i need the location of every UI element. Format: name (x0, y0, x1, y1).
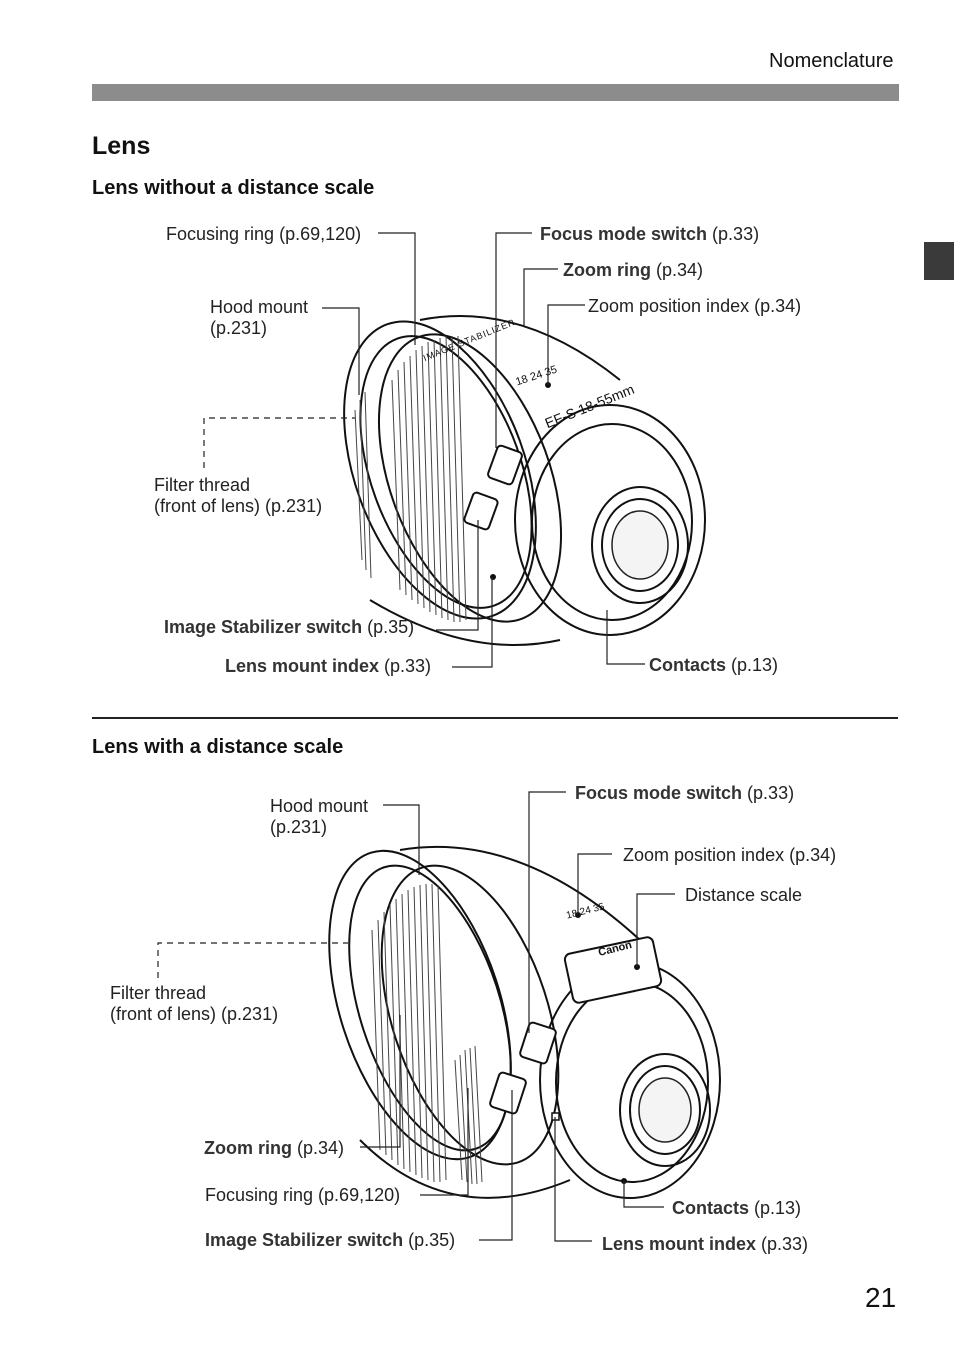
label-filter-thread-1: Filter thread (front of lens) (p.231) (154, 475, 323, 516)
page-number: 21 (865, 1282, 897, 1313)
section-title-without-scale: Lens without a distance scale (92, 177, 375, 199)
label-focus-mode-switch-1: Focus mode switch (p.33) (540, 224, 760, 244)
label-contacts-2: Contacts (p.13) (672, 1198, 802, 1218)
label-contacts-1: Contacts (p.13) (649, 655, 779, 675)
page-title: Lens (92, 132, 151, 160)
header-rule (92, 84, 899, 101)
label-hood-mount-1: Hood mount (p.231) (210, 297, 309, 338)
chapter-tab (924, 242, 954, 280)
label-lens-mount-index-1: Lens mount index (p.33) (225, 656, 432, 676)
label-zoom-position-index-2: Zoom position index (p.34) (623, 845, 837, 865)
label-image-stabilizer-switch-1: Image Stabilizer switch (p.35) (164, 617, 415, 637)
label-image-stabilizer-switch-2: Image Stabilizer switch (p.35) (205, 1230, 456, 1250)
label-zoom-position-index-1: Zoom position index (p.34) (588, 296, 802, 316)
section-divider (92, 717, 898, 719)
section-title-with-scale: Lens with a distance scale (92, 736, 344, 758)
label-hood-mount-2: Hood mount (p.231) (270, 796, 369, 837)
label-focus-mode-switch-2: Focus mode switch (p.33) (575, 783, 795, 803)
label-lens-mount-index-2: Lens mount index (p.33) (602, 1234, 809, 1254)
label-zoom-ring-2: Zoom ring (p.34) (204, 1138, 345, 1158)
label-filter-thread-2: Filter thread (front of lens) (p.231) (110, 983, 279, 1024)
label-zoom-ring-1: Zoom ring (p.34) (563, 260, 704, 280)
running-header: Nomenclature (769, 50, 894, 72)
label-focusing-ring-2: Focusing ring (p.69,120) (205, 1185, 401, 1205)
label-focusing-ring-1: Focusing ring (p.69,120) (166, 224, 362, 244)
label-distance-scale: Distance scale (685, 885, 803, 905)
